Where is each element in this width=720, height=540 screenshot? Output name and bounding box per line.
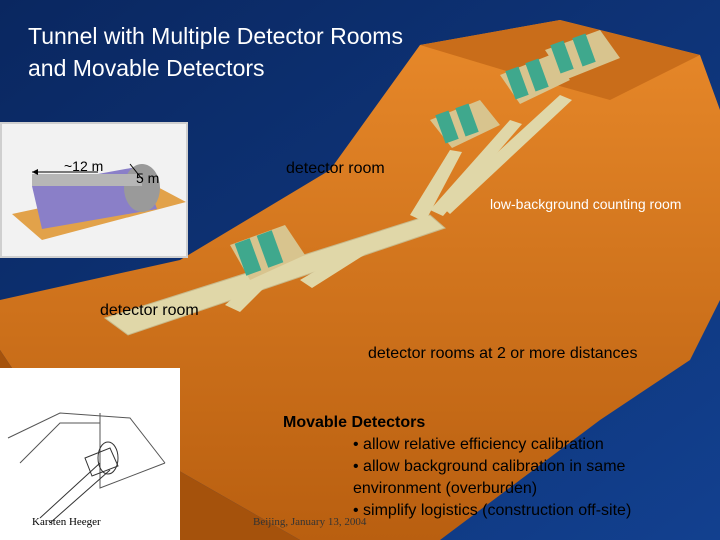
detector-inset: ~12 m 5 m (0, 122, 188, 258)
tunnel-sketch (0, 368, 180, 540)
title-line-2: and Movable Detectors (28, 52, 488, 84)
movable-item-1: • allow relative efficiency calibration (283, 434, 631, 456)
footer-event: Beijing, January 13, 2004 (253, 516, 366, 528)
movable-detectors-block: Movable Detectors • allow relative effic… (283, 412, 631, 522)
movable-detector-inset (0, 368, 180, 540)
diameter-label: 5 m (136, 170, 159, 186)
footer-author: Karsten Heeger (32, 516, 101, 528)
label-low-background: low-background counting room (490, 196, 681, 212)
length-label: ~12 m (64, 158, 103, 174)
slide-title: Tunnel with Multiple Detector Rooms and … (28, 20, 488, 84)
label-detector-rooms-distances: detector rooms at 2 or more distances (368, 345, 637, 363)
movable-heading: Movable Detectors (283, 412, 631, 434)
label-detector-room-top: detector room (286, 160, 385, 178)
movable-item-2: • allow background calibration in same (283, 456, 631, 478)
detector-render (2, 124, 186, 256)
movable-item-3: environment (overburden) (283, 478, 631, 500)
label-detector-room-left: detector room (100, 302, 199, 320)
title-line-1: Tunnel with Multiple Detector Rooms (28, 20, 488, 52)
